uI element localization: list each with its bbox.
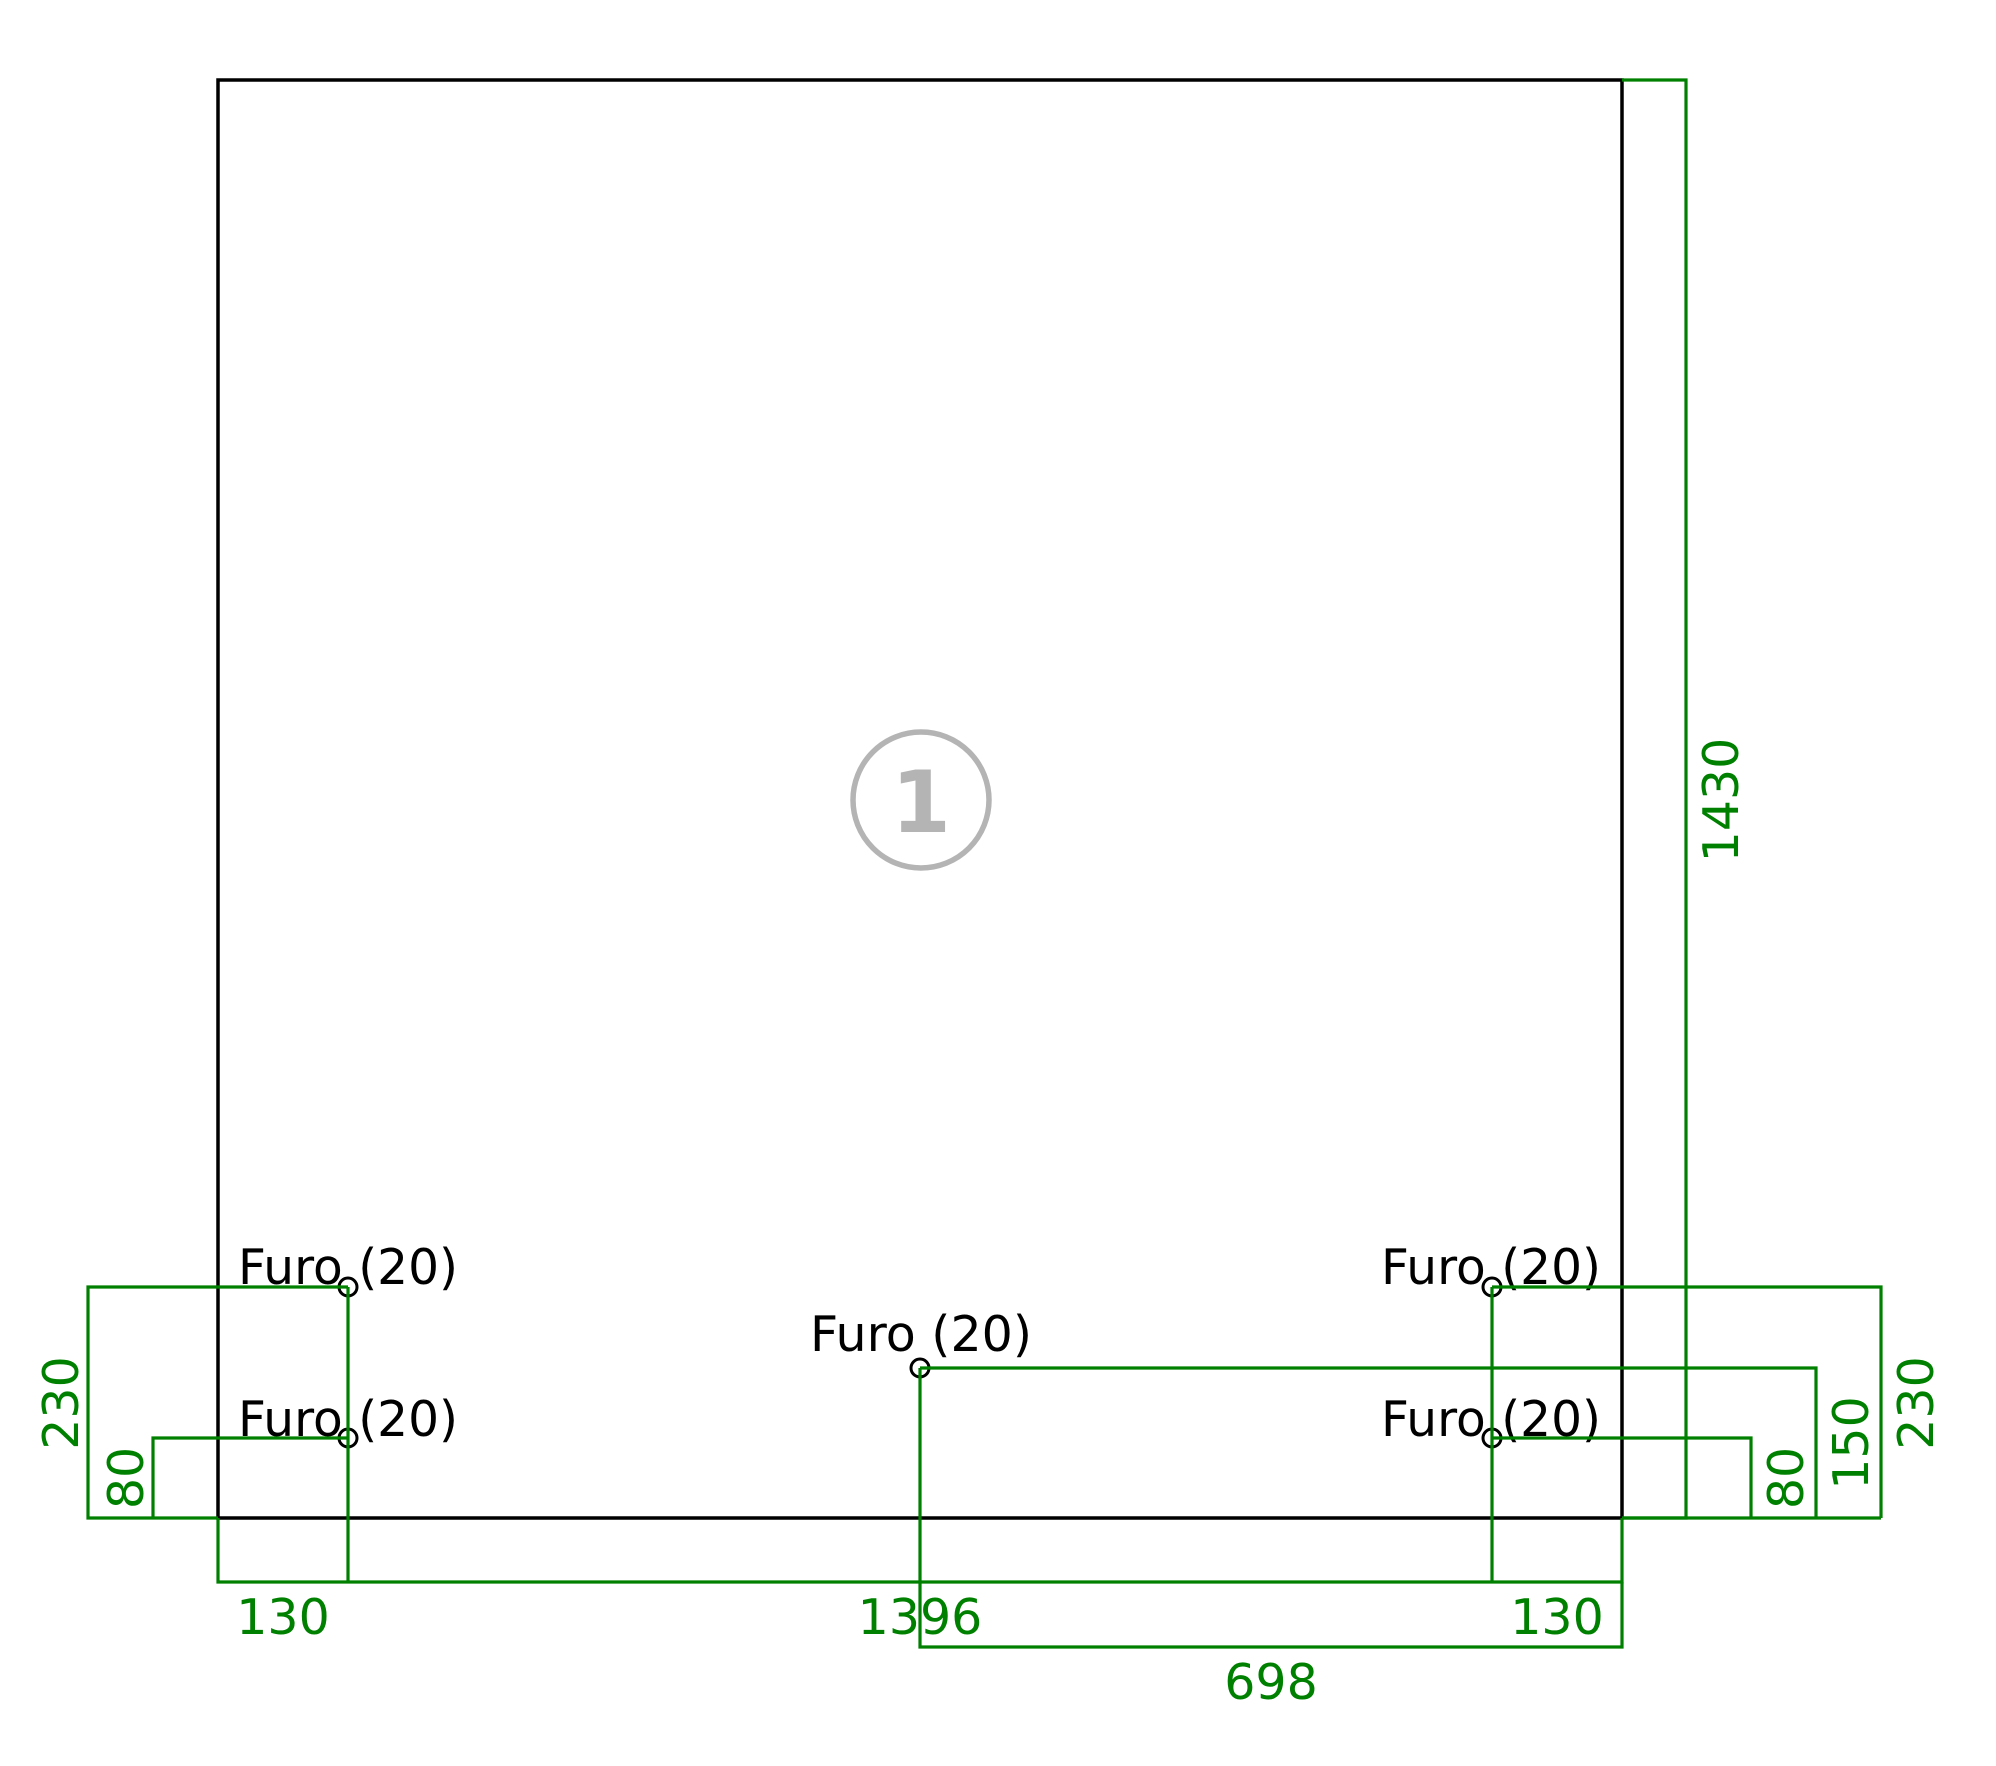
dim-right-lower-y: 80	[1758, 1447, 1815, 1509]
dim-left-upper-y: 230	[33, 1356, 90, 1450]
dim-right-upper-y: 230	[1888, 1356, 1945, 1450]
dim-right-hole-x: 130	[1510, 1589, 1604, 1646]
dim-line-right-upper-y	[1492, 1285, 1883, 1518]
part-number: 1	[891, 753, 951, 853]
dim-line-left-lower-y	[151, 1436, 348, 1518]
dim-line-overall-height	[1622, 78, 1688, 1520]
dim-overall-height: 1430	[1693, 738, 1750, 863]
part-number-badge: 1	[850, 729, 992, 871]
dim-line-center-y	[920, 1366, 1818, 1518]
dim-left-hole-x: 130	[236, 1589, 330, 1646]
dim-left-lower-y: 80	[98, 1447, 155, 1509]
dim-line-center-hole-x	[918, 1368, 1624, 1649]
dim-line-right-lower-y	[1492, 1436, 1753, 1518]
dim-center-hole-x: 698	[1224, 1654, 1318, 1711]
hole-label-center: Furo (20)	[810, 1306, 1032, 1363]
part-number-ring	[850, 729, 992, 871]
dim-center-y: 150	[1823, 1396, 1880, 1490]
